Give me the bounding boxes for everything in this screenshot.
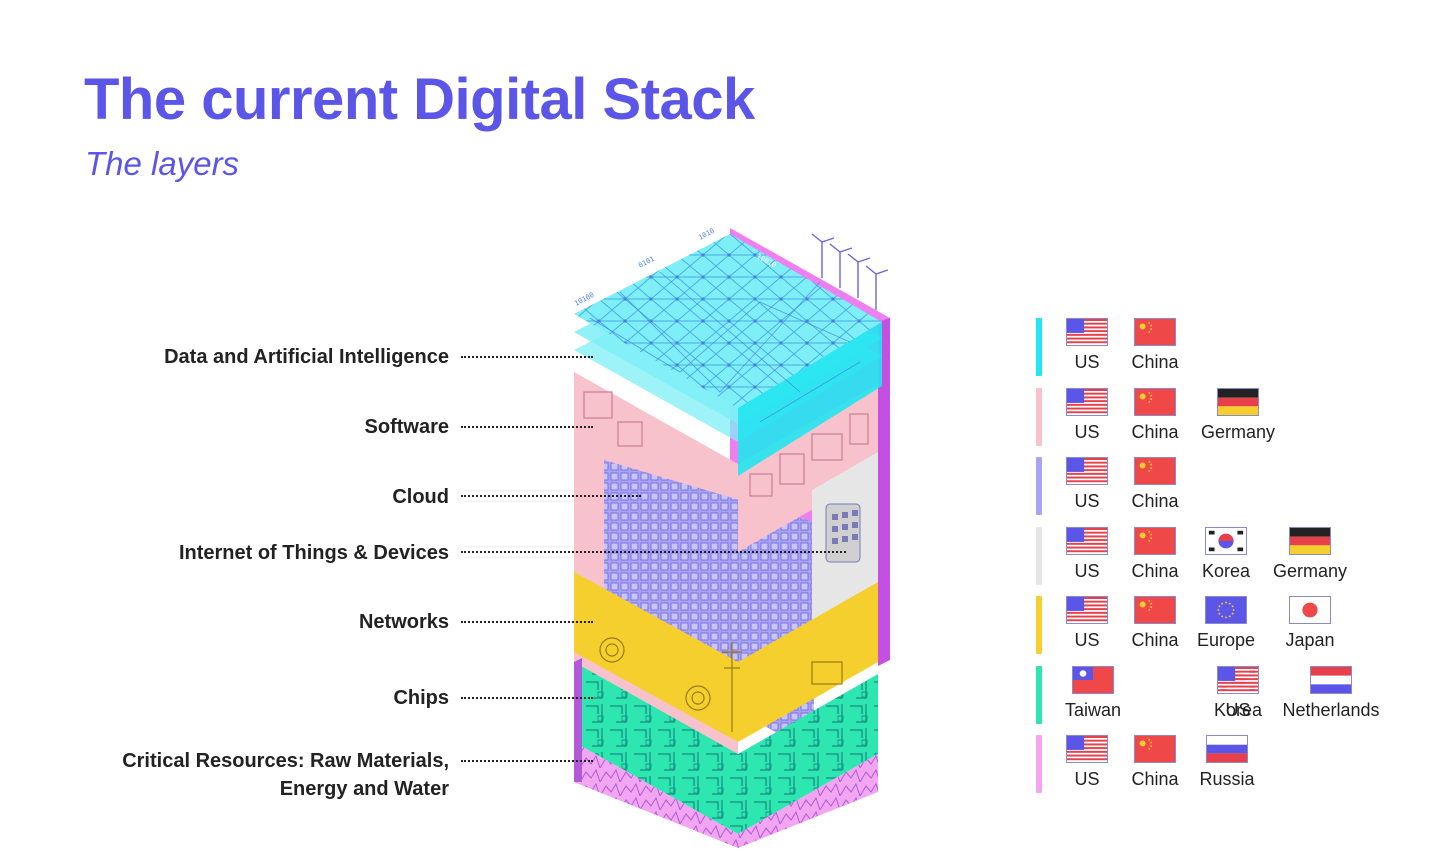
country-label-japan: Japan [1285, 630, 1335, 650]
flag-us-icon [1066, 318, 1108, 346]
digital-stack-illustration: 0101 1010 10100 10010 [573, 227, 890, 848]
flag-russia-icon [1206, 735, 1248, 763]
resources-left-base [574, 742, 738, 848]
flag-taiwan-icon [1072, 666, 1114, 694]
label-chips: Chips [393, 687, 449, 709]
country-label-netherlands: Netherlands [1282, 700, 1380, 720]
binary-mark-1: 0101 [637, 255, 656, 270]
label-software: Software [364, 416, 449, 438]
leader-chips [461, 697, 593, 699]
data-ai-right-face [738, 322, 882, 476]
flag-us-icon [1066, 457, 1108, 485]
legend-bar [1036, 457, 1042, 515]
country-label-china: China [1131, 769, 1179, 789]
legend-bar [1036, 388, 1042, 446]
legend-bar [1036, 318, 1042, 376]
software-right-face [738, 384, 878, 552]
page-subtitle: The layers [85, 145, 240, 182]
country-label-us: US [1225, 700, 1251, 720]
flag-china-icon [1134, 388, 1176, 416]
leader-data-ai [461, 356, 593, 358]
legend-bar [1036, 666, 1042, 724]
country-label-us: US [1074, 352, 1100, 372]
chips-right-face [738, 674, 878, 834]
label-critical-resources-line2: Energy and Water [279, 778, 449, 800]
flag-us-icon [1066, 596, 1108, 624]
country-label-europe: Europe [1196, 630, 1256, 650]
flag-korea-icon [1205, 527, 1247, 555]
leader-software [461, 426, 593, 428]
flag-us-icon [1066, 388, 1108, 416]
flag-china-icon [1134, 457, 1176, 485]
country-label-china: China [1131, 561, 1179, 581]
country-label-china: China [1131, 491, 1179, 511]
country-label-germany: Germany [1200, 422, 1276, 442]
flag-us-icon [1066, 735, 1108, 763]
leader-iot-devices [461, 551, 846, 553]
leader-cloud [461, 495, 641, 497]
flag-china-icon [1134, 596, 1176, 624]
flag-germany-icon [1289, 527, 1331, 555]
resources-right-base [738, 754, 878, 848]
flag-germany-icon [1217, 388, 1259, 416]
country-label-us: US [1074, 422, 1100, 442]
country-label-russia: Russia [1199, 769, 1255, 789]
label-iot-devices: Internet of Things & Devices [178, 542, 449, 564]
leader-networks [461, 621, 593, 623]
flag-us-icon [1066, 527, 1108, 555]
leader-critical-resources [461, 760, 593, 762]
country-label-china: China [1131, 630, 1179, 650]
flag-us-icon [1217, 666, 1259, 694]
flag-europe-icon [1205, 596, 1247, 624]
legend-bar [1036, 596, 1042, 654]
flag-china-icon [1134, 735, 1176, 763]
flag-netherlands-icon [1310, 666, 1352, 694]
data-ai-layer-1 [574, 234, 882, 408]
country-label-us: US [1074, 630, 1100, 650]
legend-bar [1036, 735, 1042, 793]
wind-turbines [811, 233, 889, 310]
label-cloud: Cloud [392, 486, 449, 508]
country-label-us: US [1074, 491, 1100, 511]
country-label-korea: Korea [1213, 700, 1263, 720]
binary-mark-2: 1010 [697, 227, 716, 242]
country-label-us: US [1074, 561, 1100, 581]
networks-right-face [738, 582, 878, 742]
label-networks: Networks [358, 611, 449, 633]
flag-china-icon [1134, 318, 1176, 346]
legend-bar [1036, 527, 1042, 585]
label-critical-resources: Critical Resources: Raw Materials, Energ… [122, 747, 449, 803]
country-label-germany: Germany [1272, 561, 1348, 581]
country-label-china: China [1131, 352, 1179, 372]
flag-china-icon [1134, 527, 1176, 555]
country-label-taiwan: Taiwan [1064, 700, 1122, 720]
country-label-us: US [1074, 769, 1100, 789]
country-label-china: China [1131, 422, 1179, 442]
label-critical-resources-line1: Critical Resources: Raw Materials, [122, 750, 449, 772]
country-label-korea: Korea [1201, 561, 1251, 581]
label-data-ai: Data and Artificial Intelligence [164, 346, 449, 368]
page-title: The current Digital Stack [84, 67, 755, 132]
networks-left-face [574, 572, 738, 742]
flag-japan-icon [1289, 596, 1331, 624]
chips-left-face [574, 662, 738, 834]
